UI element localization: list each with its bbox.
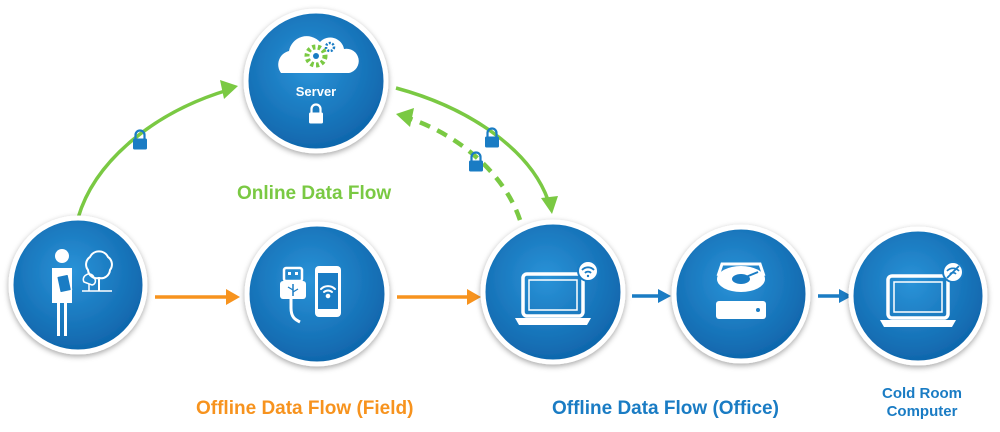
field-worker-node xyxy=(8,215,148,355)
phone-icon xyxy=(315,266,341,317)
cold-room-label-line1: Cold Room xyxy=(882,385,962,402)
offline-field-flow-label: Offline Data Flow (Field) xyxy=(196,398,414,419)
wifi-badge-icon xyxy=(577,260,599,282)
online-sync-dashed-arrow xyxy=(396,108,523,221)
office-laptop-node xyxy=(480,219,626,365)
wifi-icon xyxy=(320,285,336,299)
offline-office-arrow-1 xyxy=(632,289,671,303)
storage-node xyxy=(671,224,811,364)
offline-field-arrow-2 xyxy=(397,289,481,305)
tablet-icon xyxy=(55,273,73,294)
cold-room-computer-label: Cold Room Computer xyxy=(862,385,982,421)
tree-icon xyxy=(82,250,113,292)
cold-room-label-line2: Computer xyxy=(886,403,958,420)
server-node: Server xyxy=(243,8,389,154)
online-upload-arrow xyxy=(76,80,238,219)
offline-field-arrow-1 xyxy=(155,289,240,305)
gear-icon xyxy=(304,44,328,68)
usb-icon xyxy=(280,266,306,324)
cold-room-node xyxy=(848,226,988,366)
online-download-arrow xyxy=(395,86,558,214)
field-devices-node xyxy=(244,221,390,367)
offline-office-flow-label: Offline Data Flow (Office) xyxy=(552,398,779,419)
no-wifi-icon xyxy=(942,261,964,283)
server-label: Server xyxy=(296,84,336,99)
hard-drive-icon xyxy=(716,262,766,319)
offline-office-arrow-2 xyxy=(818,289,852,303)
online-data-flow-label: Online Data Flow xyxy=(237,183,392,204)
